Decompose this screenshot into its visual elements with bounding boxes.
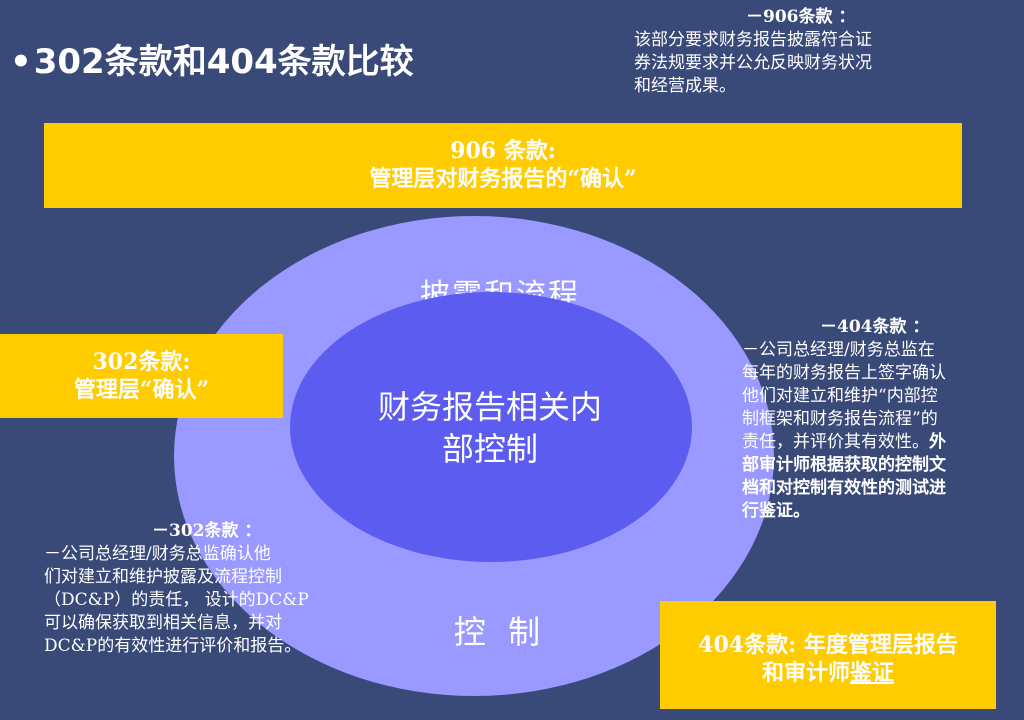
note-404-line: 他们对建立和维护“内部控 [742, 386, 938, 406]
note-906-header: －906条款 ： [746, 7, 856, 27]
band-906-line1: 906 条款: [450, 138, 556, 164]
band-302-line2: 管理层“确认” [73, 377, 210, 403]
title-text: 302条款和404条款比较 [33, 42, 414, 82]
band-302: 302条款: 管理层“确认” [0, 334, 283, 418]
band-404-underlined: 鉴证 [850, 660, 895, 686]
note-404-line: －公司总经理/财务总监在 [742, 340, 935, 360]
note-404-header: －404条款 ： [820, 317, 930, 337]
page-title: •302条款和404条款比较 [10, 34, 414, 83]
note-906-line: 券法规要求并公允反映财务状况 [634, 53, 872, 73]
note-906-line: 和经营成果。 [634, 76, 736, 96]
note-302-line: DC&P的有效性进行评价和报告。 [44, 636, 302, 656]
band-404: 404条款: 年度管理层报告 和审计师鉴证 [660, 601, 996, 709]
band-404-line2: 和审计师鉴证 [761, 660, 895, 686]
note-302: －302条款 ： －公司总经理/财务总监确认他 们对建立和维护披露及流程控制 （… [44, 520, 374, 658]
note-302-line: （DC&P）的责任， 设计的DC&P [44, 590, 309, 610]
note-302-line: －公司总经理/财务总监确认他 [44, 544, 271, 564]
note-404-bold-line: 部审计师根据获取的控制文 [742, 455, 946, 475]
note-302-line: 可以确保获取到相关信息，并对 [44, 613, 282, 633]
note-906-line: 该部分要求财务报告披露符合证 [634, 30, 872, 50]
outer-ellipse-label-bottom: 控 制 [453, 613, 547, 651]
note-404: －404条款 ： －公司总经理/财务总监在 每年的财务报告上签字确认 他们对建立… [742, 316, 1024, 523]
note-404-line: 每年的财务报告上签字确认 [742, 363, 946, 383]
band-906-line2: 管理层对财务报告的“确认” [369, 166, 637, 192]
inner-label-line1: 财务报告相关内 [377, 388, 602, 426]
note-906: －906条款 ： 该部分要求财务报告披露符合证 券法规要求并公允反映财务状况 和… [634, 6, 964, 98]
note-404-bold-line: 档和对控制有效性的测试进 [742, 478, 946, 498]
note-404-bold: 外 [929, 432, 946, 452]
note-302-line: 们对建立和维护披露及流程控制 [44, 567, 282, 587]
note-404-line: 制框架和财务报告流程”的 [742, 409, 938, 429]
inner-ellipse-label: 财务报告相关内 部控制 [340, 386, 640, 470]
note-404-line: 责任，并评价其有效性。外 [742, 432, 946, 452]
note-302-header: －302条款 ： [152, 521, 262, 541]
note-404-bold-line: 行鉴证。 [742, 501, 810, 521]
band-302-line1: 302条款: [92, 349, 191, 375]
band-906: 906 条款: 管理层对财务报告的“确认” [44, 123, 962, 208]
inner-ellipse [290, 292, 692, 562]
inner-label-line2: 部控制 [441, 430, 538, 468]
title-bullet: • [10, 42, 32, 82]
band-404-line1: 404条款: 年度管理层报告 [698, 632, 958, 658]
